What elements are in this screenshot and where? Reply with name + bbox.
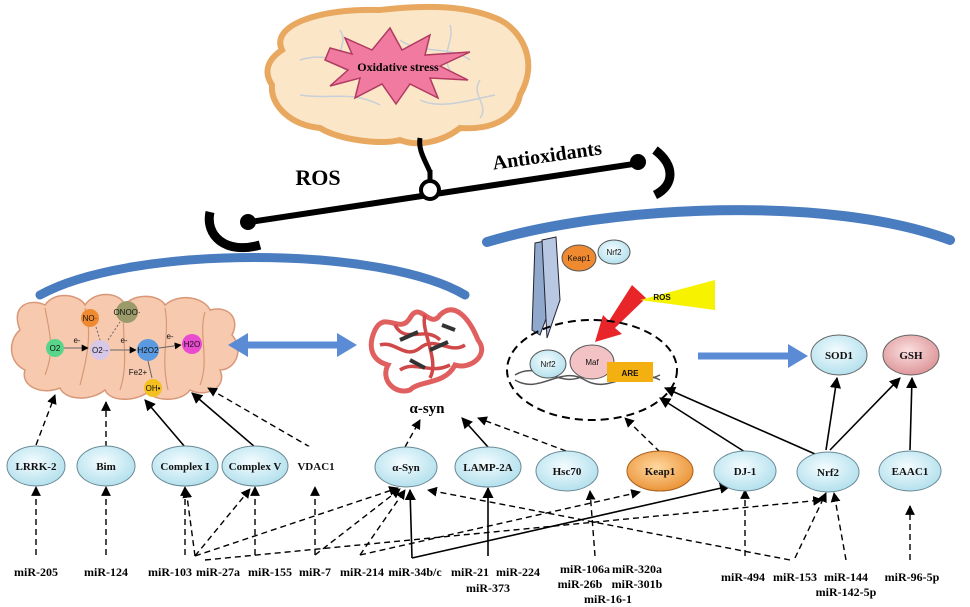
mirna-label: miR-7 (299, 565, 331, 579)
target-eaac1: EAAC1 (878, 450, 942, 492)
target-dj1: DJ-1 (713, 450, 777, 492)
electron-label-1: e- (73, 336, 80, 345)
target-dj1-label: DJ-1 (734, 466, 757, 478)
target-lrrk2: LRRK-2 (6, 445, 66, 487)
mirna-label: miR-373 (466, 581, 510, 595)
target-bim: Bim (76, 445, 136, 487)
target-lamp2a-label: LAMP-2A (463, 462, 513, 474)
mirna-label: miR-224 (496, 565, 540, 579)
mirna-label: miR-142-5p (816, 585, 877, 599)
alpha-syn-aggregate: α-syn (368, 307, 485, 417)
nrf2-bound: Nrf2 (529, 349, 567, 379)
target-complex5-label: Complex V (229, 461, 282, 473)
red-arrow (595, 285, 646, 342)
right-blue-arc (482, 205, 955, 247)
oh-label: OH• (146, 384, 161, 393)
nrf2-complex-label: Nrf2 (606, 248, 622, 257)
target-nrf2-label: Nrf2 (817, 467, 839, 479)
target-nodes: LRRK-2 Bim Complex I Complex V VDAC1 α-S… (6, 445, 942, 493)
target-hsc70: Hsc70 (535, 450, 599, 492)
brain-illustration: Oxidative stress (264, 3, 532, 173)
maf-label: Maf (585, 358, 599, 367)
are-label: ARE (622, 369, 640, 378)
target-keap1: Keap1 (626, 450, 694, 492)
no-molecule: NO· (81, 309, 99, 327)
target-lamp2a: LAMP-2A (454, 446, 522, 488)
nucleus-dashed (506, 319, 678, 421)
mirna-label: miR-153 (773, 570, 817, 584)
target-hsc70-label: Hsc70 (553, 466, 582, 478)
balance-scale: ROS Antioxidants (204, 137, 675, 253)
nrf2-bound-label: Nrf2 (540, 360, 556, 369)
mirna-label: miR-124 (84, 565, 128, 579)
h2o-label: H2O (184, 340, 200, 349)
mirna-label: miR-21 (451, 565, 489, 579)
mirna-label: miR-27a (196, 565, 240, 579)
target-vdac1-label: VDAC1 (297, 461, 334, 473)
oh-molecule: OH• (144, 379, 162, 397)
mirna-label: miR-214 (340, 565, 384, 579)
target-eaac1-label: EAAC1 (892, 466, 929, 478)
oxidative-stress-burst (324, 26, 471, 106)
nrf2-complex: Nrf2 (597, 239, 631, 265)
onoo-molecule: ONOO· (113, 301, 141, 323)
mitochondrion: O2 NO· ONOO· O2·- H2O2 H2O OH• Fe2+ e- e… (10, 293, 239, 400)
nucleus-to-antioxidant-arrow (698, 344, 808, 368)
target-nrf2: Nrf2 (796, 451, 860, 493)
fe-label: Fe2+ (129, 368, 148, 377)
o2-molecule: O2 (46, 339, 64, 357)
sod1-node: SOD1 (810, 334, 868, 376)
edges (31, 376, 918, 561)
mirna-label: miR-103 (148, 565, 192, 579)
gsh-node: GSH (882, 334, 940, 376)
gsh-label: GSH (899, 350, 923, 362)
ros-triangle (640, 280, 715, 310)
ros-pathway-label: ROS (653, 293, 671, 302)
target-keap1-label: Keap1 (645, 466, 676, 478)
keap1-complex-label: Keap1 (567, 254, 591, 263)
mirna-label: miR-320a (612, 562, 662, 576)
mirna-labels: miR-205 miR-124 miR-103 miR-27a miR-155 … (14, 562, 940, 606)
mirna-label: miR-106a (560, 562, 610, 576)
superoxide-label: O2·- (92, 346, 108, 355)
mito-asyn-double-arrow (228, 333, 357, 357)
oxidative-stress-label: Oxidative stress (357, 60, 439, 74)
no-label: NO· (83, 314, 98, 323)
alpha-syn-label: α-syn (409, 401, 445, 417)
superoxide-molecule: O2·- (90, 340, 110, 360)
target-complex1-label: Complex I (160, 461, 209, 473)
h2o-molecule: H2O (182, 334, 202, 354)
electron-label-3: e- (166, 332, 173, 341)
target-lrrk2-label: LRRK-2 (16, 461, 57, 473)
mirna-label: miR-26b (558, 577, 603, 591)
target-bim-label: Bim (96, 461, 116, 473)
sod1-label: SOD1 (825, 350, 853, 362)
onoo-label: ONOO· (113, 308, 140, 317)
mirna-label: miR-205 (14, 565, 58, 579)
target-vdac1: VDAC1 (289, 445, 343, 487)
target-asyn: α-Syn (374, 446, 438, 488)
h2o2-molecule: H2O2 (137, 339, 159, 361)
mirna-label: miR-16-1 (584, 592, 632, 606)
target-complex5: Complex V (221, 445, 289, 487)
target-complex1: Complex I (151, 445, 219, 487)
left-blue-arc (35, 253, 470, 300)
ros-balance-label: ROS (295, 165, 340, 190)
mirna-label: miR-155 (248, 565, 292, 579)
mirna-label: miR-494 (721, 570, 765, 584)
electron-label-2: e- (120, 336, 127, 345)
mirna-label: miR-144 (824, 570, 868, 584)
mirna-label: miR-301b (612, 577, 663, 591)
mirna-label: miR-96-5p (885, 570, 940, 584)
target-asyn-label: α-Syn (392, 462, 420, 474)
h2o2-label: H2O2 (138, 346, 159, 355)
are-element: ARE (607, 362, 653, 382)
nrf2-pathway: Keap1 Nrf2 ROS Nrf2 Maf ARE (506, 236, 808, 421)
o2-label: O2 (50, 344, 61, 353)
mirna-label: miR-34b/c (388, 565, 442, 579)
keap1-complex: Keap1 (561, 244, 597, 272)
